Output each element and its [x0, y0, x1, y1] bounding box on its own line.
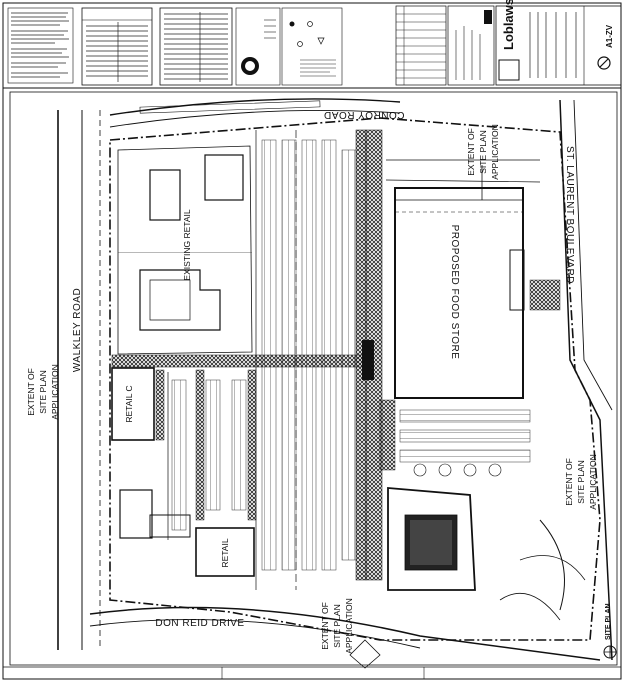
svg-text:APPLICATION: APPLICATION [588, 454, 598, 510]
drive-aisles [167, 130, 541, 590]
north-arrow: SITE PLAN [603, 603, 617, 659]
svg-text:EXTENT OF: EXTENT OF [466, 128, 476, 176]
svg-text:SITE PLAN: SITE PLAN [478, 130, 488, 173]
conroy-road: CONROY ROAD [109, 98, 405, 128]
drawing-number: A1-ZV [605, 24, 614, 48]
don-reid-label: DON REID DRIVE [155, 618, 244, 629]
svg-text:EXTENT OF: EXTENT OF [320, 602, 330, 650]
svg-text:SITE PLAN: SITE PLAN [576, 460, 586, 503]
st-laurent-label: ST. LAURENT BOULEVARD [564, 146, 575, 284]
property-boundary [109, 117, 601, 641]
svg-text:EXTENT OF: EXTENT OF [564, 458, 574, 506]
landscape-islands [111, 129, 561, 581]
landscape-curves [413, 463, 586, 621]
legend [281, 7, 343, 86]
proposed-food-store: PROPOSED FOOD STORE [394, 187, 525, 399]
existing-retail-label: EXISTING RETAIL [182, 209, 192, 280]
don-reid-drive: DON REID DRIVE [89, 606, 601, 661]
architect-block [447, 5, 495, 86]
svg-text:APPLICATION: APPLICATION [490, 124, 500, 180]
legend-point-icon [289, 21, 295, 27]
statistics-table [81, 7, 153, 86]
parking-fields [171, 139, 531, 571]
retail-b-label: RETAIL [220, 538, 230, 567]
walkley-road-label: WALKLEY ROAD [72, 288, 83, 372]
extent-label-top-right: EXTENT OF SITE PLAN APPLICATION [466, 124, 500, 200]
st-laurent-boulevard: ST. LAURENT BOULEVARD [559, 99, 613, 661]
title-block: Loblaws A1-ZV [495, 0, 622, 86]
extent-label-bottom: EXTENT OF SITE PLAN APPLICATION [320, 598, 381, 669]
svg-text:SITE PLAN: SITE PLAN [332, 604, 342, 647]
retail-c-label: RETAIL C [124, 385, 134, 422]
svg-text:APPLICATION: APPLICATION [50, 364, 60, 420]
legend-triangle-icon [317, 37, 325, 45]
sheet-title: SITE PLAN [605, 603, 612, 640]
svg-text:APPLICATION: APPLICATION [344, 598, 354, 654]
extent-label-right: EXTENT OF SITE PLAN APPLICATION [564, 454, 598, 510]
client-logo-icon [498, 59, 520, 81]
company-name: Loblaws [501, 0, 516, 50]
conroy-road-label: CONROY ROAD [324, 109, 405, 120]
svg-text:SITE PLAN: SITE PLAN [38, 370, 48, 413]
site-plan: WALKLEY ROAD CONROY ROAD ST. LAURENT BOU… [9, 91, 618, 669]
no-symbol-icon [597, 56, 611, 70]
retail-c-building: RETAIL C [111, 367, 165, 441]
retail-b-building: RETAIL [119, 489, 255, 577]
svg-text:EXTENT OF: EXTENT OF [26, 368, 36, 416]
extent-label-left: EXTENT OF SITE PLAN APPLICATION [26, 364, 60, 420]
zoning-table [159, 7, 233, 86]
food-store-label: PROPOSED FOOD STORE [449, 225, 460, 360]
existing-building [387, 487, 476, 591]
key-plan [235, 7, 281, 86]
revision-table [395, 5, 447, 86]
walkley-road: WALKLEY ROAD [57, 110, 101, 650]
existing-retail-area: EXISTING RETAIL [117, 145, 253, 355]
notes-strip [7, 7, 74, 84]
